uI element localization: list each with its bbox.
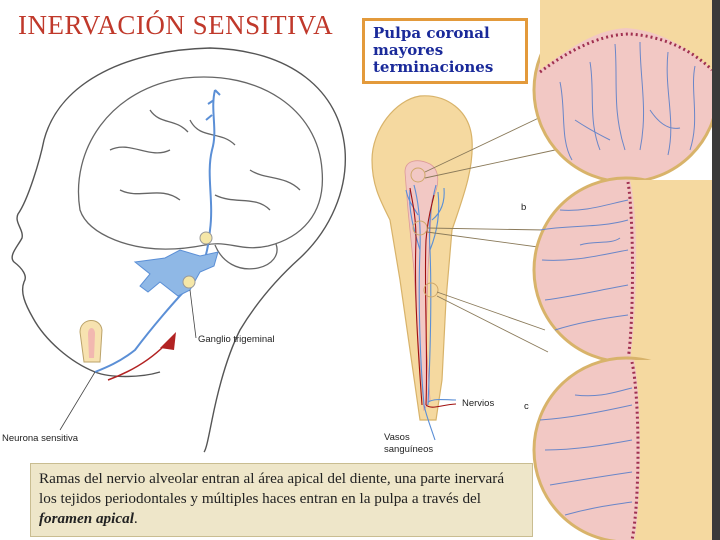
callout-line-1: Pulpa coronal — [373, 24, 490, 42]
pulp-nerves — [405, 184, 445, 406]
callout-box: Pulpa coronal mayores terminaciones — [362, 18, 528, 84]
label-ganglio: Ganglio trigeminal — [198, 334, 275, 345]
caption-emphasis: foramen apical — [39, 510, 134, 527]
small-tooth — [79, 320, 103, 363]
label-c: c — [524, 401, 529, 412]
page-title: INERVACIÓN SENSITIVA — [18, 10, 334, 40]
right-edge-bar — [712, 0, 720, 540]
label-vasos-2: sanguíneos — [384, 444, 434, 455]
brain-outline — [77, 76, 324, 270]
leader-lines — [59, 289, 197, 431]
trigeminal-ganglion — [133, 231, 219, 297]
caption-end: . — [133, 510, 138, 527]
callout-line-2: mayores — [373, 41, 444, 59]
caption-text: Ramas del nervio alveolar entran al área… — [39, 470, 505, 507]
trigeminal-nerve — [94, 89, 221, 373]
red-arrow — [107, 332, 176, 381]
head-profile — [11, 47, 347, 453]
apex-vessels — [423, 398, 457, 441]
callout-line-3: terminaciones — [373, 58, 494, 76]
caption-box: Ramas del nervio alveolar entran al área… — [30, 463, 533, 537]
label-vasos-1: Vasos — [384, 432, 410, 443]
magnified-circle-mid — [532, 176, 720, 364]
label-neurona: Neurona sensitiva — [2, 433, 79, 444]
label-b: b — [521, 202, 527, 213]
large-tooth — [371, 95, 473, 421]
magnified-circle-top — [532, 0, 720, 184]
magnified-circle-bottom — [532, 356, 720, 540]
connector-lines — [424, 114, 561, 353]
label-nervios: Nervios — [462, 398, 495, 409]
